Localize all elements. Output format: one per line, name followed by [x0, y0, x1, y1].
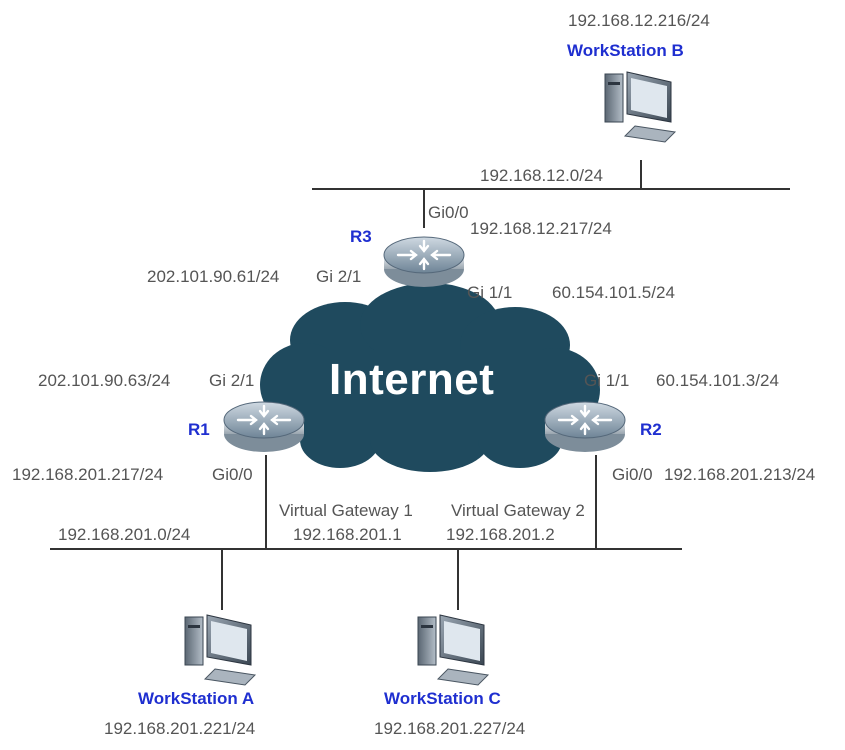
r1-wan-ip: 202.101.90.63/24 [38, 371, 171, 390]
r3-wan2-port: Gi 1/1 [467, 283, 513, 302]
workstation-c-icon [417, 614, 489, 686]
r2-lan-ip: 192.168.201.213/24 [664, 465, 816, 484]
r1-lan-ip: 192.168.201.217/24 [12, 465, 164, 484]
r2-wan-port: Gi 1/1 [584, 371, 630, 390]
workstation-b-name: WorkStation B [567, 41, 684, 60]
internet-label: Internet [329, 355, 495, 404]
network-top-label: 192.168.12.0/24 [480, 166, 603, 185]
r3-wan1-port: Gi 2/1 [316, 267, 362, 286]
virtual-gateway-2-label: Virtual Gateway 2 [451, 501, 585, 520]
r3-lan-ip: 192.168.12.217/24 [470, 219, 612, 238]
virtual-gateway-1-ip: 192.168.201.1 [293, 525, 402, 544]
r1-lan-port: Gi0/0 [212, 465, 253, 484]
workstation-a-name: WorkStation A [138, 689, 255, 708]
router-r3-icon [382, 235, 466, 289]
virtual-gateway-2-ip: 192.168.201.2 [446, 525, 555, 544]
workstation-b-icon [604, 71, 676, 143]
network-bottom-label: 192.168.201.0/24 [58, 525, 191, 544]
workstation-a-icon [184, 614, 256, 686]
router-r3-name: R3 [350, 227, 372, 246]
workstation-a-ip: 192.168.201.221/24 [104, 719, 256, 738]
r3-wan1-ip: 202.101.90.61/24 [147, 267, 280, 286]
workstation-c-ip: 192.168.201.227/24 [374, 719, 526, 738]
r3-wan2-ip: 60.154.101.5/24 [552, 283, 675, 302]
workstation-c-name: WorkStation C [384, 689, 501, 708]
internet-cloud-icon [260, 283, 600, 472]
workstation-b-ip: 192.168.12.216/24 [568, 11, 710, 30]
router-r2-icon [543, 400, 627, 454]
r3-lan-port: Gi0/0 [428, 203, 469, 222]
router-r2-name: R2 [640, 420, 662, 439]
virtual-gateway-1-label: Virtual Gateway 1 [279, 501, 413, 520]
r1-wan-port: Gi 2/1 [209, 371, 255, 390]
router-r1-icon [222, 400, 306, 454]
r2-wan-ip: 60.154.101.3/24 [656, 371, 779, 390]
r2-lan-port: Gi0/0 [612, 465, 653, 484]
router-r1-name: R1 [188, 420, 210, 439]
